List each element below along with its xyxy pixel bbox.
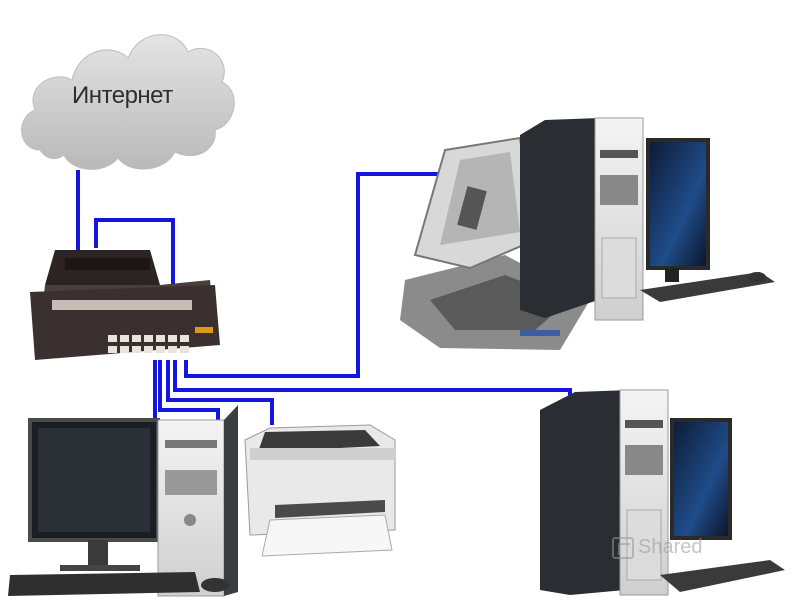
desktop-computer-icon [8, 405, 238, 597]
printer-icon [244, 424, 396, 557]
cable-switch-scanner [184, 172, 440, 378]
cable-switch-printer [166, 360, 274, 425]
presentation-icon [612, 536, 634, 559]
internet-label: Интернет [72, 82, 173, 109]
watermark-text: Shared [638, 536, 703, 558]
desktop-computer-icon [540, 389, 785, 596]
cable-switch-pc-bottom-left [158, 360, 220, 425]
desktop-computer-icon [520, 117, 775, 321]
cable-switch-uplink [94, 218, 175, 285]
watermark: Shared [612, 536, 703, 559]
scanner-icon [400, 136, 590, 350]
cloud-icon [21, 34, 235, 170]
network-switch-icon [30, 250, 220, 360]
